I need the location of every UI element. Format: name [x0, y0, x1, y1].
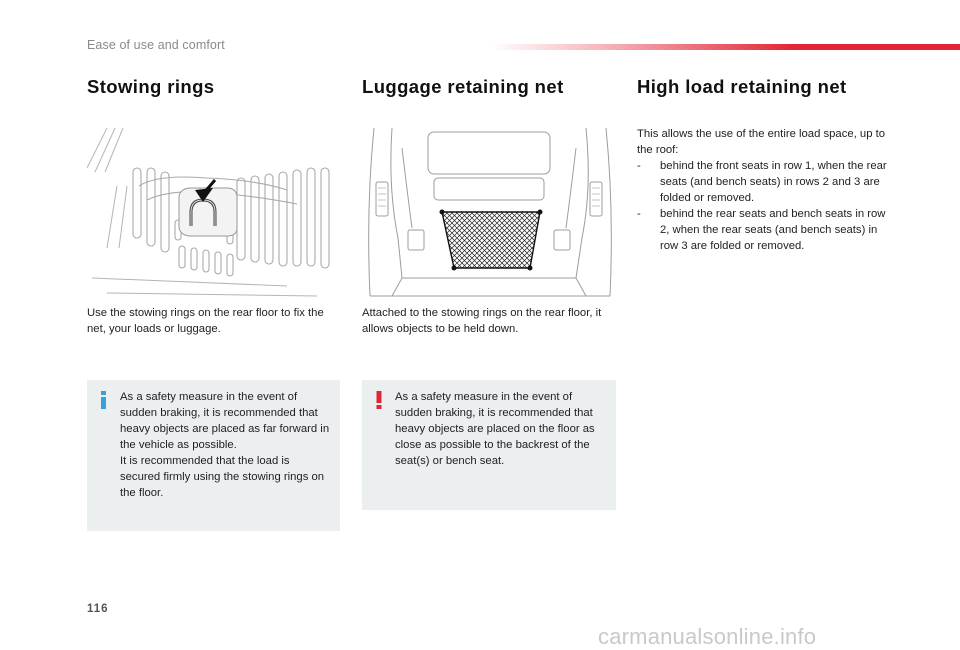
- luggage-net-illustration: [362, 128, 616, 298]
- stowing-ring-floor-illustration: [87, 128, 341, 298]
- info-note: As a safety measure in the event of sudd…: [87, 380, 340, 531]
- list-item: behind the rear seats and bench seats in…: [637, 206, 895, 254]
- info-icon: [97, 390, 111, 410]
- high-load-net-content: This allows the use of the entire load s…: [637, 126, 895, 254]
- high-load-net-intro: This allows the use of the entire load s…: [637, 128, 886, 156]
- warning-icon: [372, 390, 386, 410]
- list-item: behind the front seats in row 1, when th…: [637, 158, 895, 206]
- luggage-net-title: Luggage retaining net: [362, 76, 564, 97]
- luggage-net-description: Attached to the stowing rings on the rea…: [362, 307, 602, 335]
- section-title: Ease of use and comfort: [87, 38, 225, 52]
- high-load-net-title: High load retaining net: [637, 76, 847, 97]
- stowing-rings-title: Stowing rings: [87, 76, 215, 97]
- info-note-line: As a safety measure in the event of sudd…: [120, 391, 330, 451]
- page-number: 116: [87, 603, 109, 615]
- high-load-net-list: behind the front seats in row 1, when th…: [637, 158, 895, 254]
- stowing-rings-description: Use the stowing rings on the rear floor …: [87, 307, 324, 335]
- warning-note-line: As a safety measure in the event of sudd…: [395, 391, 595, 467]
- watermark: carmanualsonline.info: [598, 624, 817, 649]
- header-accent-bar: [490, 44, 960, 50]
- warning-note: As a safety measure in the event of sudd…: [362, 380, 616, 510]
- info-note-line: It is recommended that the load is secur…: [120, 455, 325, 499]
